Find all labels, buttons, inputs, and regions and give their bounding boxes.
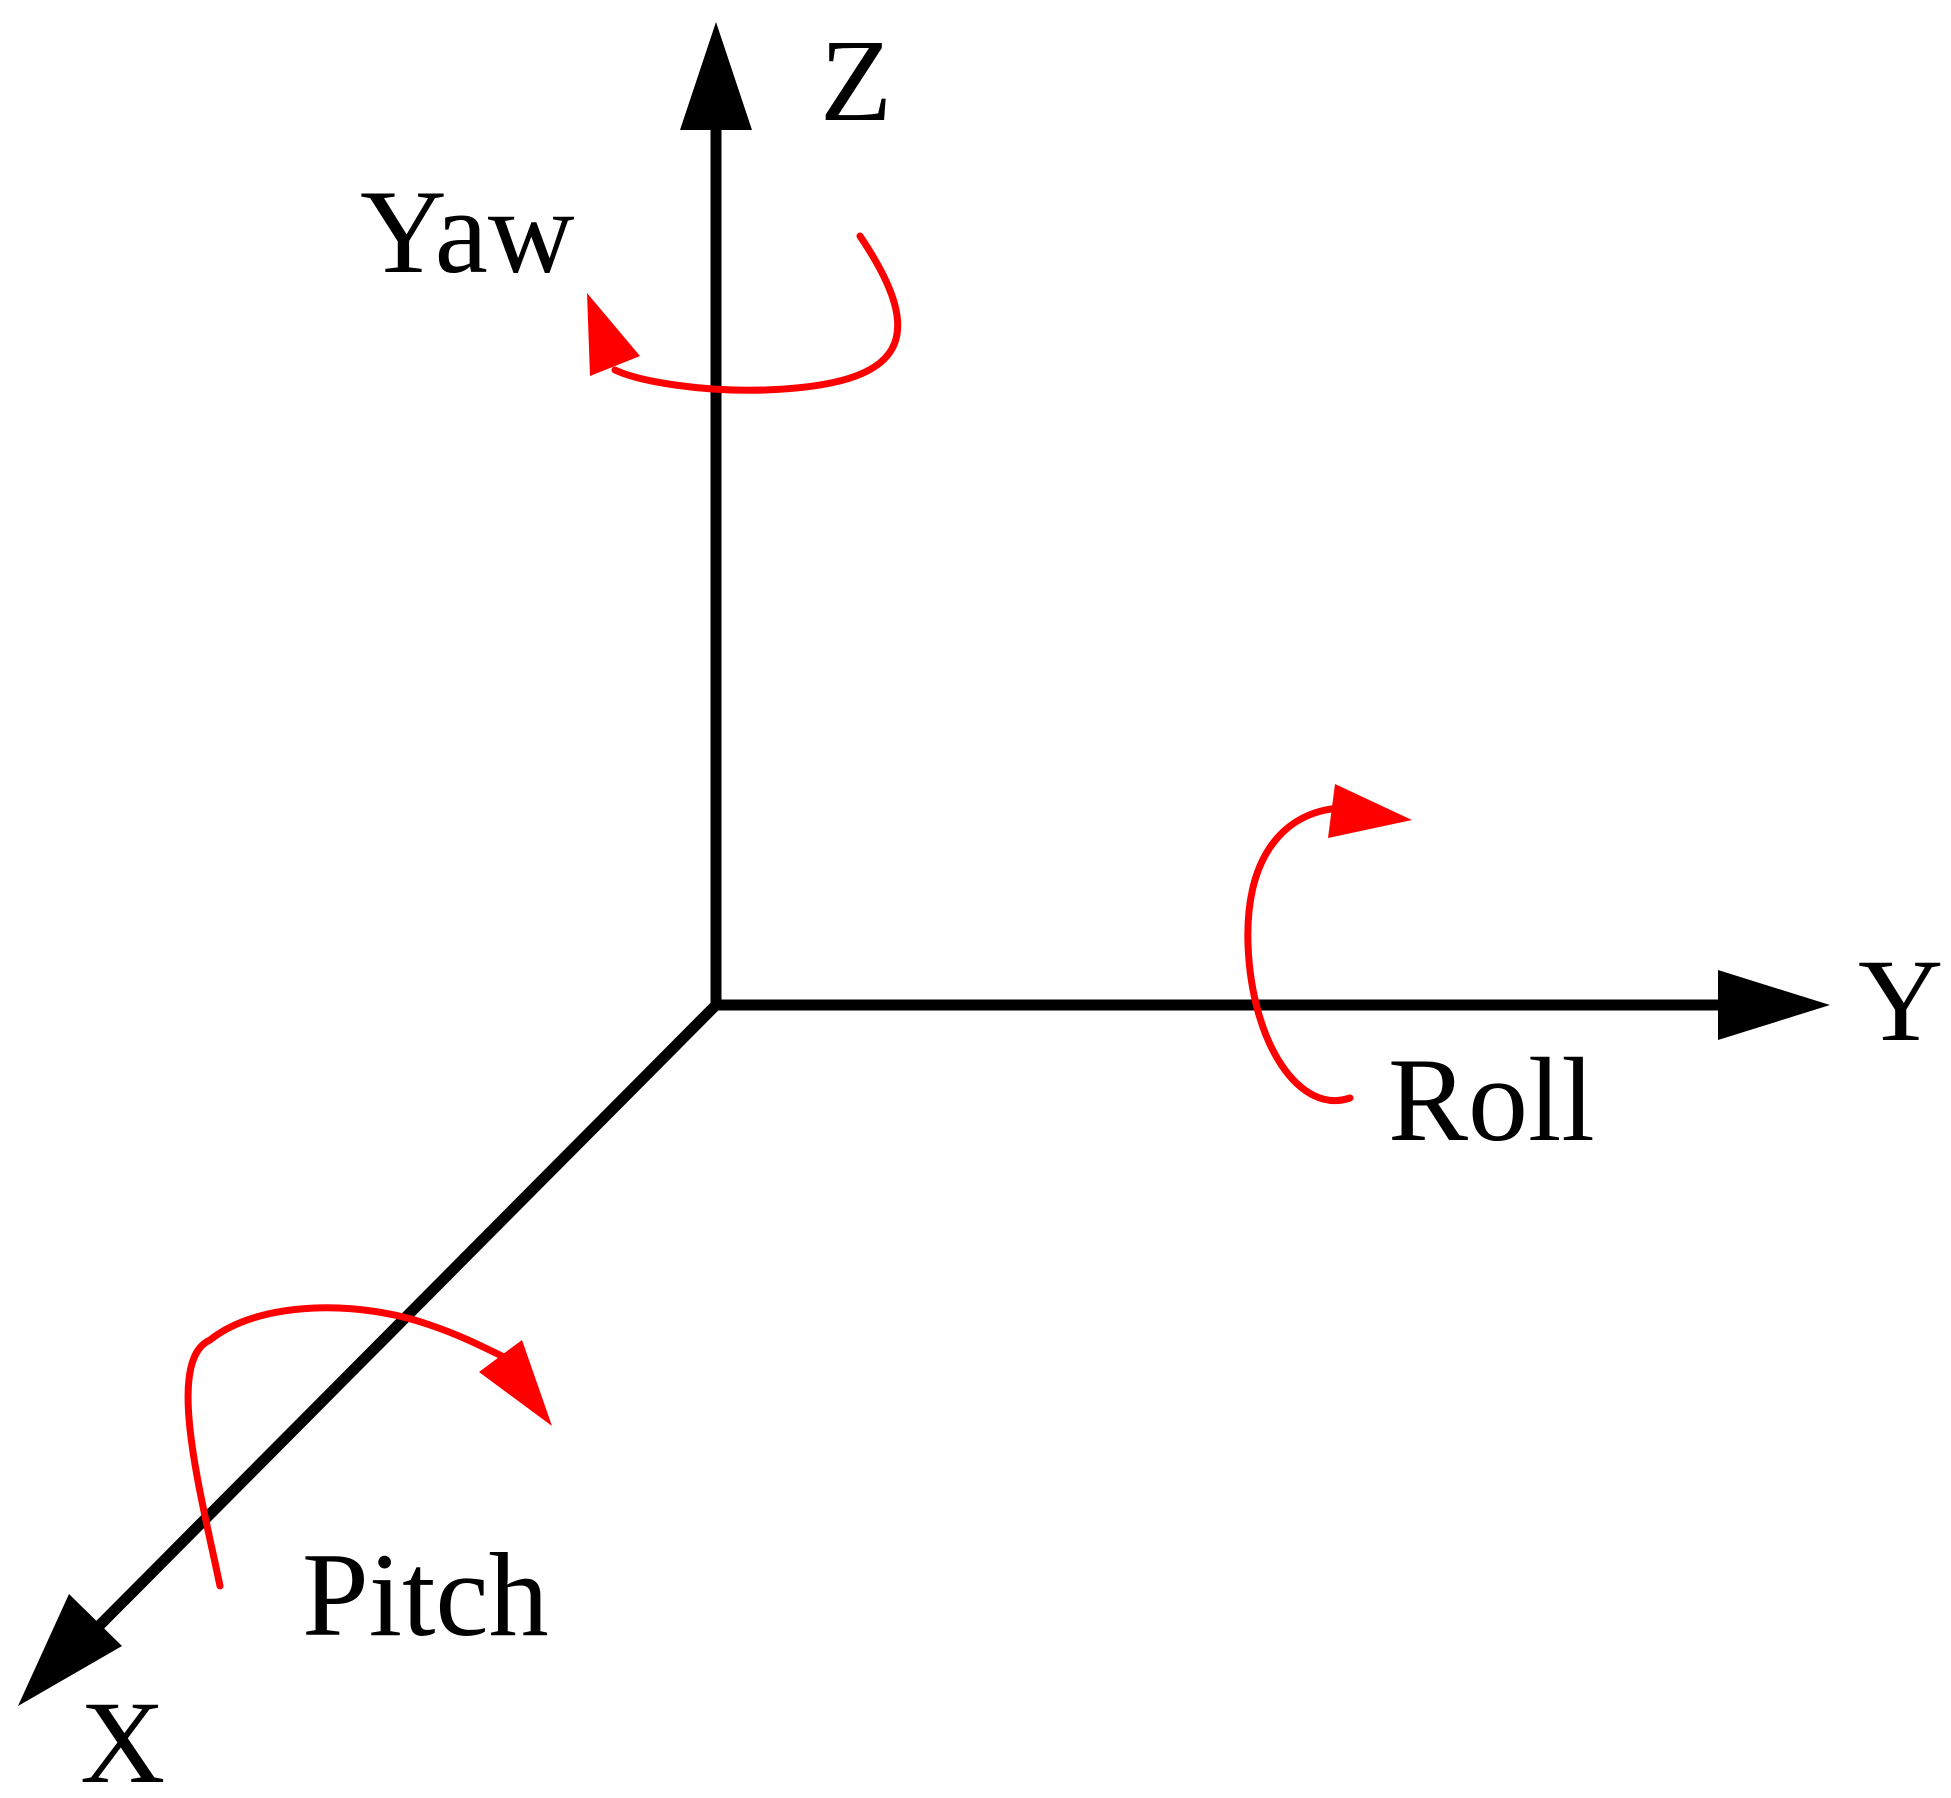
- yaw-rotation: Yaw: [360, 165, 902, 394]
- roll-arrow-curve: [1244, 804, 1354, 1104]
- y-axis-label: Y: [1858, 935, 1943, 1066]
- yaw-arrowhead: [587, 293, 640, 376]
- x-axis: X: [18, 1001, 720, 1798]
- y-axis-arrowhead: [1718, 970, 1830, 1040]
- z-axis-arrowhead: [680, 22, 752, 130]
- z-axis-label: Z: [820, 15, 892, 146]
- roll-arrowhead: [1328, 784, 1412, 838]
- yaw-arrow-curve: [611, 232, 902, 394]
- roll-label: Roll: [1388, 1033, 1595, 1166]
- y-axis: Y: [711, 935, 1943, 1066]
- yaw-label: Yaw: [360, 165, 575, 298]
- x-axis-label: X: [80, 1677, 165, 1798]
- x-axis-arrowhead: [18, 1594, 122, 1706]
- pitch-rotation: Pitch: [184, 1304, 552, 1661]
- z-axis: Z: [680, 15, 892, 1005]
- roll-rotation: Roll: [1244, 784, 1595, 1166]
- pitch-arrow-curve: [184, 1304, 514, 1590]
- pitch-arrowhead: [479, 1340, 552, 1426]
- pitch-label: Pitch: [302, 1528, 549, 1661]
